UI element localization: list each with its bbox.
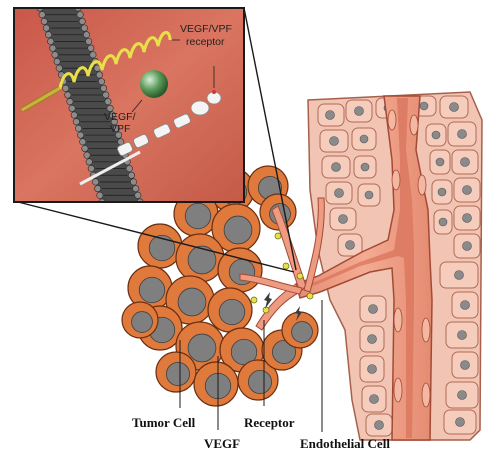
tumor-nucleus (188, 246, 216, 274)
tumor-nucleus (248, 370, 271, 393)
tumor-nucleus (166, 362, 189, 385)
tumor-nucleus (188, 334, 216, 362)
vessel-tissue-region (296, 92, 482, 440)
inset-label-vegf-1: VEGF/ (104, 111, 136, 123)
inset-label-vegf-2: VPF (110, 123, 130, 135)
label-tumor-cell: Tumor Cell (132, 415, 196, 430)
label-receptor: Receptor (244, 415, 295, 430)
tumor-nucleus (292, 322, 313, 343)
tumor-nucleus (139, 277, 165, 303)
tumor-nucleus (219, 299, 245, 325)
label-endothelial-cell: Endothelial Cell (300, 436, 390, 451)
tumor-nucleus (132, 312, 153, 333)
tumor-nucleus (178, 288, 206, 316)
label-vegf: VEGF (204, 436, 240, 451)
inset-label-receptor-1: VEGF/VPF (180, 23, 232, 35)
tumor-nucleus (185, 203, 211, 229)
tumor-nucleus (224, 216, 252, 244)
inset-panel: VEGF/VPF receptor VEGF/ VPF (14, 5, 244, 205)
vegf-ball (140, 70, 168, 98)
inset-label-receptor-2: receptor (186, 36, 225, 48)
